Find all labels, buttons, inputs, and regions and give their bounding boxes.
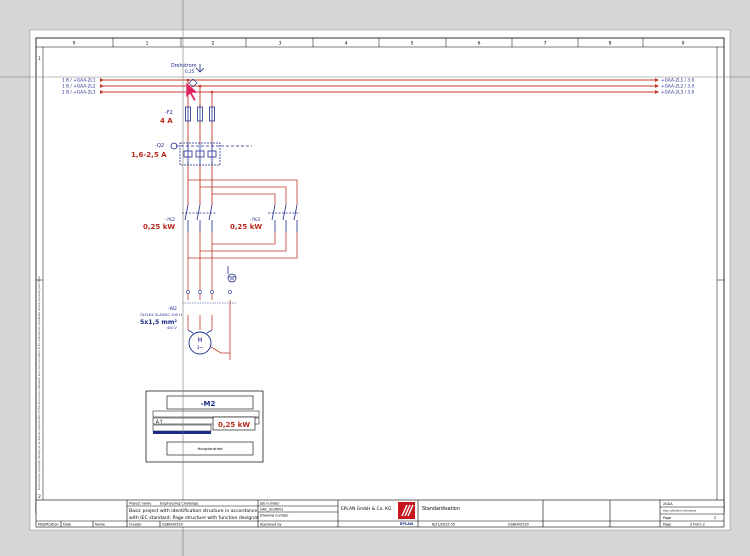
ground-icon <box>227 266 237 283</box>
fuse-f2-symbol[interactable] <box>185 106 215 122</box>
approved-label: Approved by <box>260 523 282 527</box>
fuse-f2-tag[interactable]: -F2 <box>165 110 173 116</box>
creator-label: Creator <box>129 523 142 527</box>
page-of-label: Page <box>663 523 671 527</box>
nameplate-delta-star: Δ Y <box>156 419 163 424</box>
column-label-5: 5 <box>411 41 414 47</box>
column-dividers <box>112 38 644 47</box>
motor-m2-symbol[interactable] <box>187 329 213 355</box>
page-value: 2 <box>714 516 716 520</box>
editor-value: USBHO0520 <box>508 523 529 527</box>
contactor-k3-tag[interactable]: -?K3 <box>250 217 260 223</box>
drawing-paper <box>29 29 731 531</box>
contactor-k3-power: 0,25 kW <box>230 223 262 231</box>
column-label-0: 0 <box>73 41 76 47</box>
cable-w2-section: 5x1,5 mm² <box>140 319 177 326</box>
project-name-label: Project name <box>129 502 151 506</box>
description-line-2: with IEC standard: Page structure with f… <box>129 515 259 521</box>
bus-ref-right-l2[interactable]: +GAA-2L2 / 3.0 <box>661 84 695 90</box>
terminal-strip[interactable] <box>182 290 236 304</box>
date-label: Date <box>63 523 71 527</box>
motor-breaker-q2-symbol[interactable] <box>170 142 252 166</box>
motor-breaker-q2-tag[interactable]: -Q2 <box>155 143 164 149</box>
contactor-k3-contacts[interactable] <box>268 204 300 232</box>
contactor-k2-power: 0,25 kW <box>143 223 175 231</box>
page-function-sub: Gas collection structure <box>663 509 697 513</box>
bus-ref-right-l3[interactable]: +GAA-2L3 / 3.0 <box>661 90 695 96</box>
column-label-8: 8 <box>609 41 612 47</box>
mouse-pointer-icon <box>185 81 199 102</box>
page-label: Page <box>663 516 671 520</box>
reversing-wiring[interactable] <box>187 179 298 360</box>
cable-w2-type: ÖLFLEX CLASSIC 100 H <box>140 312 182 317</box>
cable-w2-voltage: 400 V <box>167 326 178 330</box>
cable-w2-tag[interactable]: -W2 <box>168 306 177 312</box>
potential-arrow-icon <box>195 64 205 73</box>
bus-ref-left-l1[interactable]: 1 B / +GAA-2L1 <box>62 78 96 84</box>
fuse-f2-rating: 4 A <box>160 117 173 125</box>
job-number-label: Job number <box>259 502 280 506</box>
creator-value: USBHO0520 <box>162 523 183 527</box>
row-label-1: 1 <box>38 56 41 61</box>
column-label-6: 6 <box>478 41 481 47</box>
standard-title: Standardisation <box>422 506 460 512</box>
drawing-number-label: Drawing number <box>260 514 289 518</box>
column-label-7: 7 <box>544 41 547 47</box>
column-label-1: 1 <box>146 41 149 47</box>
column-label-3: 3 <box>279 41 282 47</box>
motor-symbol-letter: M <box>197 337 202 344</box>
motor-nameplate[interactable] <box>145 390 264 463</box>
copyright-note: Protected by copyright. Passing on as we… <box>37 275 41 490</box>
phase-wires[interactable] <box>187 80 213 205</box>
eplan-logo: EPLAN <box>398 502 415 526</box>
title-block <box>35 499 725 528</box>
modification-label: Modification <box>38 523 59 527</box>
nameplate-caption: Hauptantrieb <box>197 446 223 451</box>
project-name-value: Engineering Challenge <box>160 502 198 506</box>
bus-ref-left-l3[interactable]: 1 B / +GAA-2L3 <box>62 90 96 96</box>
company-name: EPLAN GmbH & Co. KG <box>341 506 392 512</box>
motor-symbol-phase: 3~ <box>197 345 204 351</box>
page-of-value: 2 From 2 <box>690 523 705 527</box>
column-label-2: 2 <box>212 41 215 47</box>
description-line-1: Basic project with identification struct… <box>129 508 257 514</box>
bus-ref-right-l1[interactable]: +GAA-2L1 / 3.0 <box>661 78 695 84</box>
date-value: 6/21/2022 05 <box>432 523 455 527</box>
bus-ref-left-l2[interactable]: 1 B / +GAA-2L2 <box>62 84 96 90</box>
page-function-label: 2GAA <box>663 502 673 506</box>
row-label-2: 2 <box>38 494 41 499</box>
motor-breaker-q2-rating: 1,6-2,5 A <box>131 151 167 159</box>
drehstrom-label: Drehstrom <box>171 63 197 69</box>
contactor-k2-contacts[interactable] <box>182 204 216 232</box>
job-number-value: GAC_draft001 <box>260 508 284 512</box>
contactor-k2-tag[interactable]: -?K2 <box>165 217 175 223</box>
name-label: Name <box>95 523 105 527</box>
nameplate-tag: -M2 <box>201 400 216 408</box>
drehstrom-value: 0,25 <box>185 69 195 74</box>
column-label-9: 9 <box>682 41 685 47</box>
svg-text:EPLAN: EPLAN <box>400 522 413 526</box>
column-label-4: 4 <box>345 41 348 47</box>
nameplate-power: 0,25 kW <box>218 421 250 429</box>
